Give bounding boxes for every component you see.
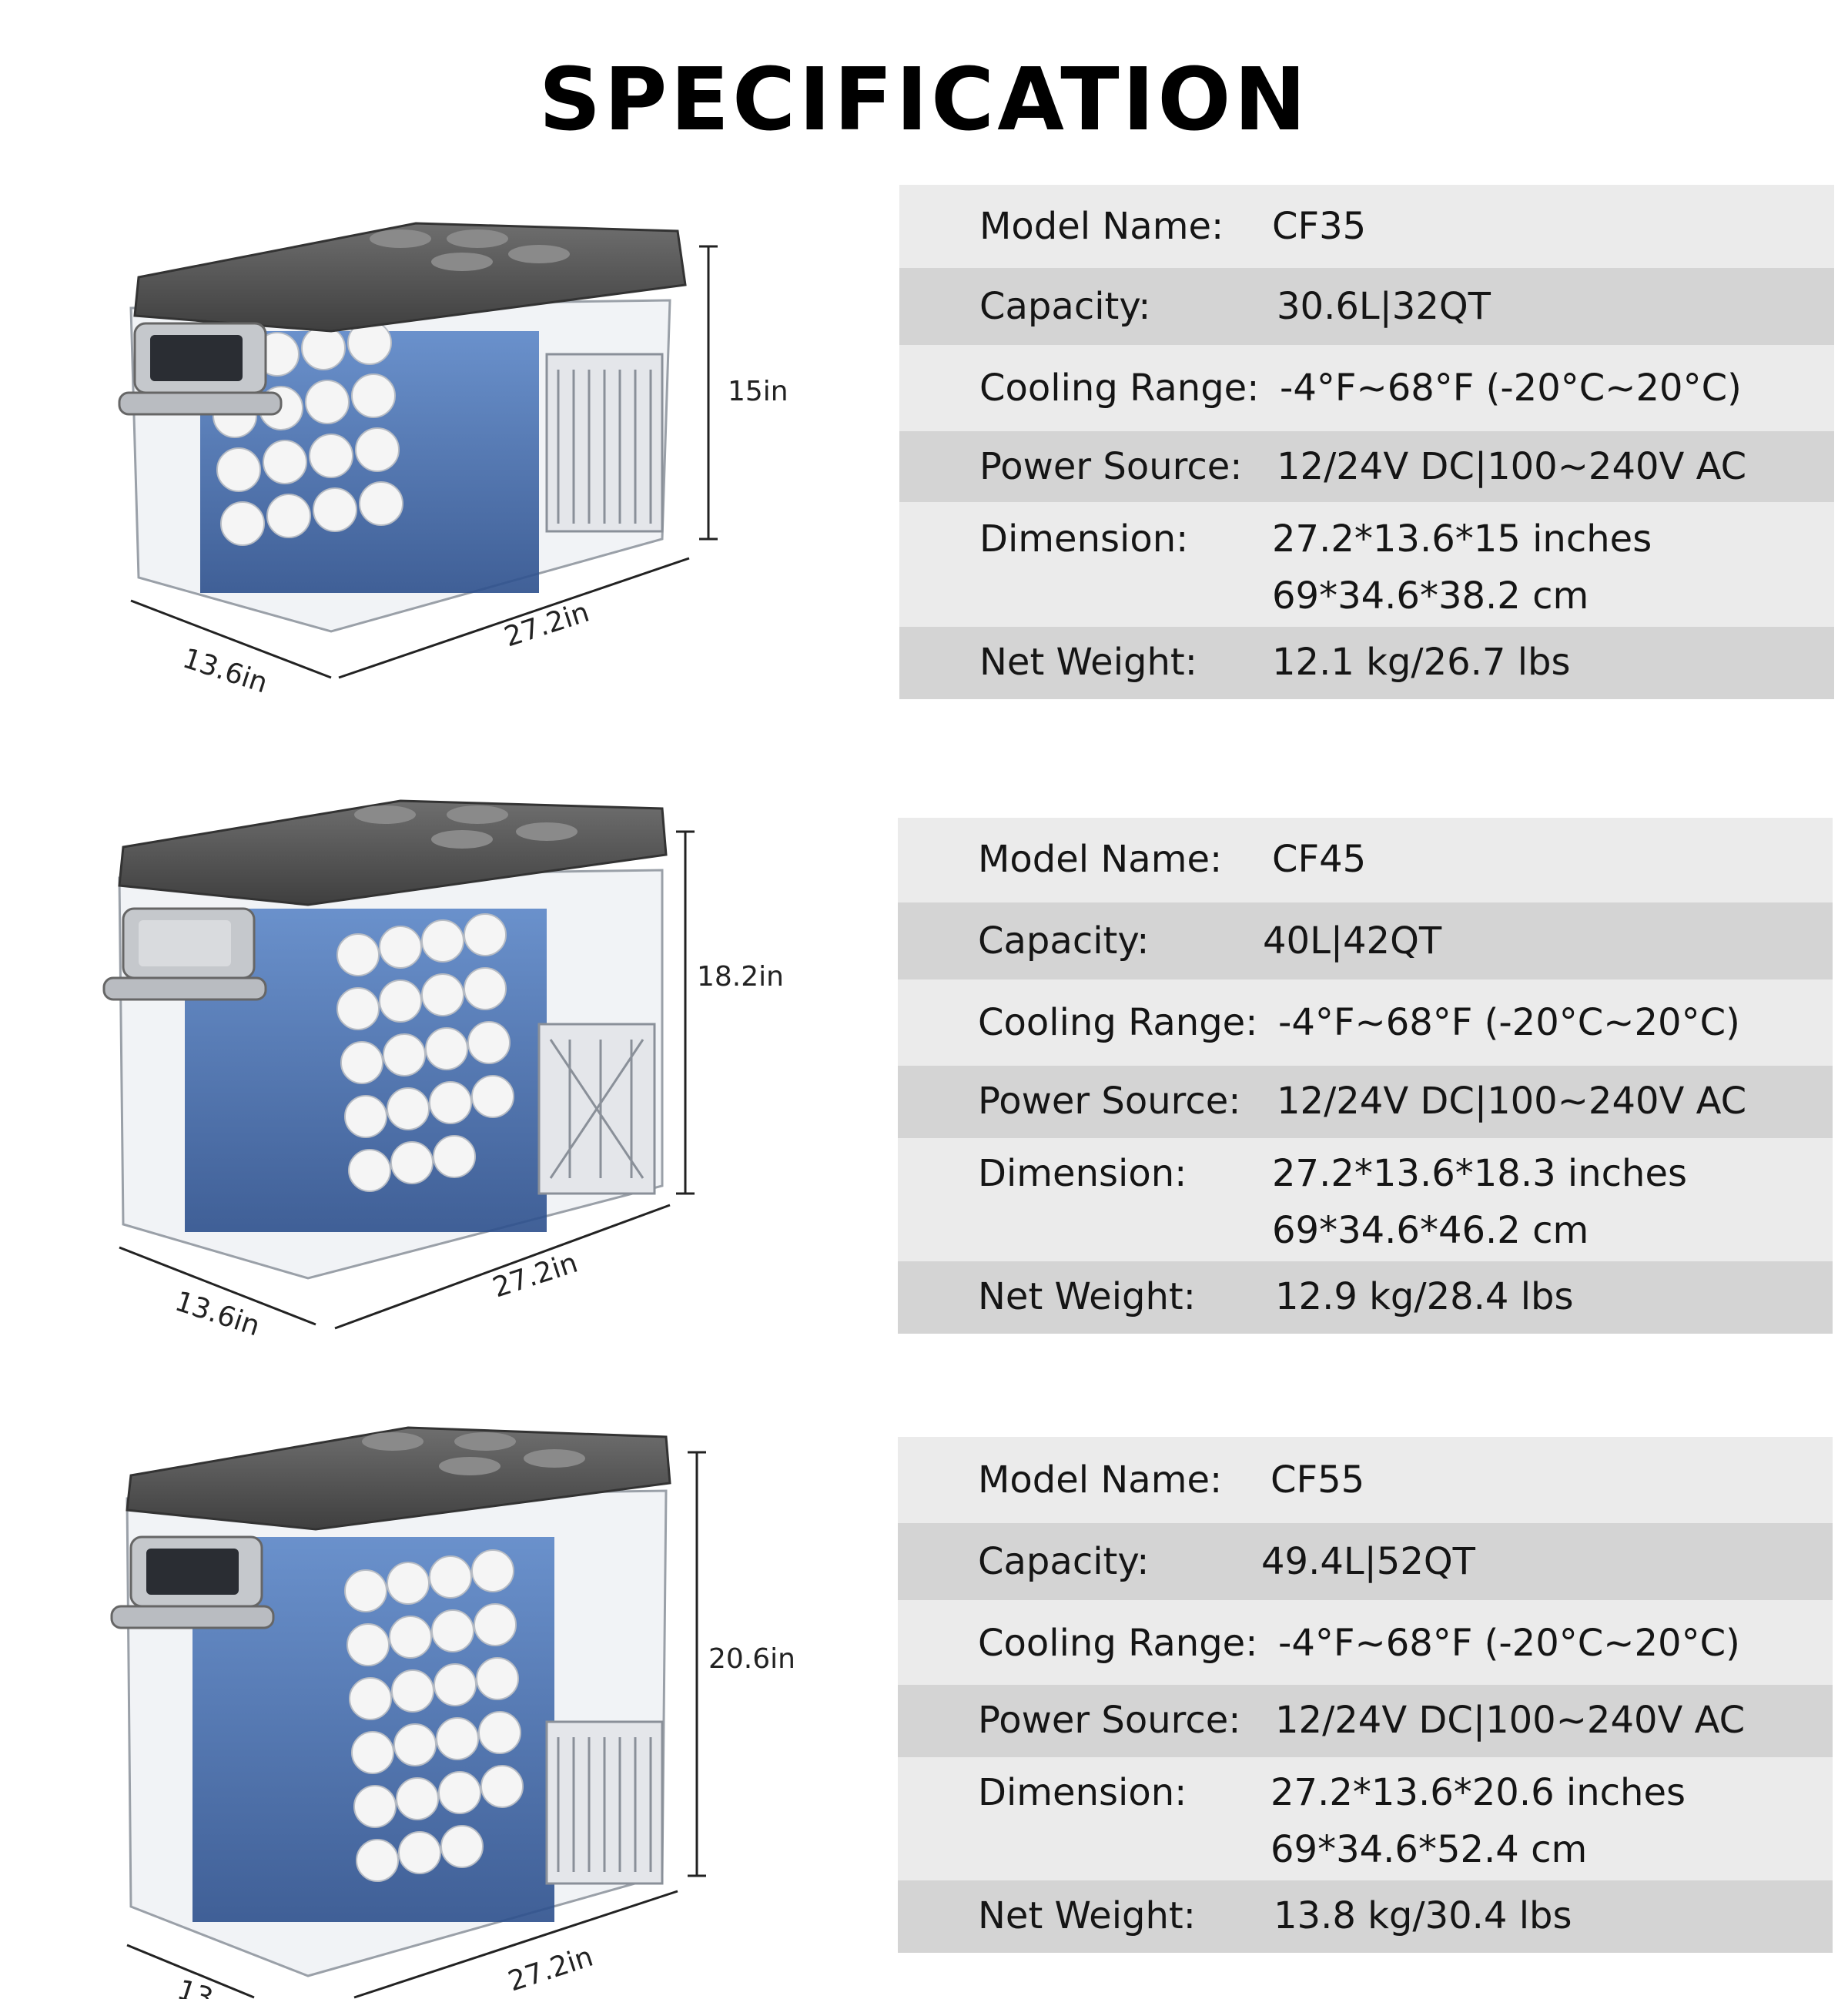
- value-net-weight: 13.8 kg/30.4 lbs: [1274, 1894, 1572, 1937]
- label-model-name: Model Name:: [978, 1458, 1223, 1502]
- value-model-name: CF55: [1270, 1458, 1365, 1502]
- spec-table-cf55: Model Name: CF55 Capacity: 49.4L|52QT Co…: [898, 1437, 1833, 1953]
- label-power-source: Power Source:: [979, 445, 1243, 488]
- value-net-weight: 12.1 kg/26.7 lbs: [1272, 641, 1571, 684]
- spec-row-power-source: Power Source: 12/24V DC|100~240V AC: [899, 431, 1834, 502]
- spec-row-net-weight: Net Weight: 13.8 kg/30.4 lbs: [898, 1880, 1833, 1953]
- label-net-weight: Net Weight:: [978, 1894, 1196, 1937]
- cf45-fridge-illustration: 18.2in 27.2in 13.6in: [102, 799, 784, 1343]
- value-cooling-range: -4°F~68°F (-20°C~20°C): [1280, 367, 1742, 410]
- dimension-lines: [130, 245, 718, 679]
- control-panel: [102, 907, 267, 1001]
- spec-row-net-weight: Net Weight: 12.1 kg/26.7 lbs: [899, 627, 1834, 699]
- spec-row-net-weight: Net Weight: 12.9 kg/28.4 lbs: [898, 1261, 1833, 1334]
- value-capacity: 40L|42QT: [1263, 919, 1442, 963]
- label-capacity: Capacity:: [978, 1540, 1150, 1583]
- value-power-source: 12/24V DC|100~240V AC: [1277, 1080, 1747, 1123]
- value-model-name: CF35: [1272, 205, 1367, 248]
- value-model-name: CF45: [1272, 838, 1367, 881]
- spec-row-dimension: Dimension: 27.2*13.6*15 inches 69*34.6*3…: [899, 502, 1834, 627]
- value-dimension-cm: 69*34.6*38.2 cm: [1272, 574, 1589, 618]
- value-dimension-in: 27.2*13.6*20.6 inches: [1270, 1771, 1686, 1814]
- spec-row-dimension: Dimension: 27.2*13.6*20.6 inches 69*34.6…: [898, 1757, 1833, 1880]
- value-dimension-in: 27.2*13.6*15 inches: [1272, 517, 1652, 561]
- fridge-lid: [118, 799, 668, 906]
- value-cooling-range: -4°F~68°F (-20°C~20°C): [1278, 1622, 1740, 1665]
- cf55-depth-label: 13: [173, 1974, 216, 1999]
- spec-row-cooling-range: Cooling Range: -4°F~68°F (-20°C~20°C): [898, 1600, 1833, 1685]
- dimension-lines: [126, 1451, 706, 1999]
- spec-row-cooling-range: Cooling Range: -4°F~68°F (-20°C~20°C): [899, 345, 1834, 431]
- cf55-fridge-illustration: 20.6in 27.2in 13: [110, 1426, 795, 1999]
- value-dimension-cm: 69*34.6*46.2 cm: [1272, 1209, 1589, 1252]
- cf35-depth-label: 13.6in: [179, 643, 271, 700]
- spec-section-cf45: 18.2in 27.2in 13.6in Model Name: CF45 Ca…: [0, 0, 1848, 1342]
- spec-row-dimension: Dimension: 27.2*13.6*18.3 inches 69*34.6…: [898, 1138, 1833, 1261]
- spec-row-capacity: Capacity: 40L|42QT: [898, 902, 1833, 979]
- cf55-width-label: 27.2in: [504, 1941, 597, 1998]
- label-cooling-range: Cooling Range:: [978, 1001, 1258, 1044]
- label-net-weight: Net Weight:: [978, 1275, 1196, 1318]
- label-dimension: Dimension:: [979, 517, 1189, 561]
- value-dimension-cm: 69*34.6*52.4 cm: [1270, 1828, 1588, 1871]
- cf35-height-label: 15in: [728, 376, 788, 407]
- value-capacity: 49.4L|52QT: [1261, 1540, 1475, 1583]
- spec-table-cf45: Model Name: CF45 Capacity: 40L|42QT Cool…: [898, 818, 1833, 1334]
- fridge-body: [129, 299, 671, 633]
- spec-row-model-name: Model Name: CF35: [899, 185, 1834, 268]
- label-dimension: Dimension:: [978, 1771, 1187, 1814]
- spec-row-model-name: Model Name: CF45: [898, 818, 1833, 902]
- cf45-height-label: 18.2in: [697, 961, 784, 993]
- label-model-name: Model Name:: [979, 205, 1224, 248]
- spec-table-cf35: Model Name: CF35 Capacity: 30.6L|32QT Co…: [899, 185, 1834, 699]
- label-power-source: Power Source:: [978, 1080, 1241, 1123]
- fridge-lid: [126, 1426, 671, 1531]
- spec-row-power-source: Power Source: 12/24V DC|100~240V AC: [898, 1685, 1833, 1757]
- cf45-depth-label: 13.6in: [171, 1286, 263, 1343]
- value-power-source: 12/24V DC|100~240V AC: [1277, 445, 1747, 488]
- label-model-name: Model Name:: [978, 838, 1223, 881]
- spec-row-power-source: Power Source: 12/24V DC|100~240V AC: [898, 1066, 1833, 1138]
- fridge-lid: [133, 222, 687, 333]
- spec-row-cooling-range: Cooling Range: -4°F~68°F (-20°C~20°C): [898, 979, 1833, 1066]
- control-panel: [110, 1535, 275, 1629]
- spec-row-capacity: Capacity: 49.4L|52QT: [898, 1523, 1833, 1600]
- cf55-height-label: 20.6in: [708, 1643, 795, 1675]
- label-net-weight: Net Weight:: [979, 641, 1197, 684]
- page-title: SPECIFICATION: [538, 50, 1310, 150]
- value-dimension-in: 27.2*13.6*18.3 inches: [1272, 1152, 1687, 1195]
- label-capacity: Capacity:: [979, 285, 1151, 328]
- value-net-weight: 12.9 kg/28.4 lbs: [1275, 1275, 1574, 1318]
- spec-row-capacity: Capacity: 30.6L|32QT: [899, 268, 1834, 345]
- cf35-width-label: 27.2in: [500, 597, 593, 654]
- label-power-source: Power Source:: [978, 1699, 1241, 1742]
- label-cooling-range: Cooling Range:: [979, 367, 1260, 410]
- label-dimension: Dimension:: [978, 1152, 1187, 1195]
- value-power-source: 12/24V DC|100~240V AC: [1275, 1699, 1746, 1742]
- spec-section-cf35: 15in 27.2in 13.6in Model Name: CF35 Capa…: [0, 0, 1848, 699]
- dimension-lines: [119, 830, 695, 1330]
- label-cooling-range: Cooling Range:: [978, 1622, 1258, 1665]
- cf35-fridge-illustration: 15in 27.2in 13.6in: [118, 222, 788, 700]
- value-cooling-range: -4°F~68°F (-20°C~20°C): [1278, 1001, 1740, 1044]
- spec-row-model-name: Model Name: CF55: [898, 1437, 1833, 1523]
- value-capacity: 30.6L|32QT: [1277, 285, 1491, 328]
- label-capacity: Capacity:: [978, 919, 1150, 963]
- control-panel: [118, 322, 283, 416]
